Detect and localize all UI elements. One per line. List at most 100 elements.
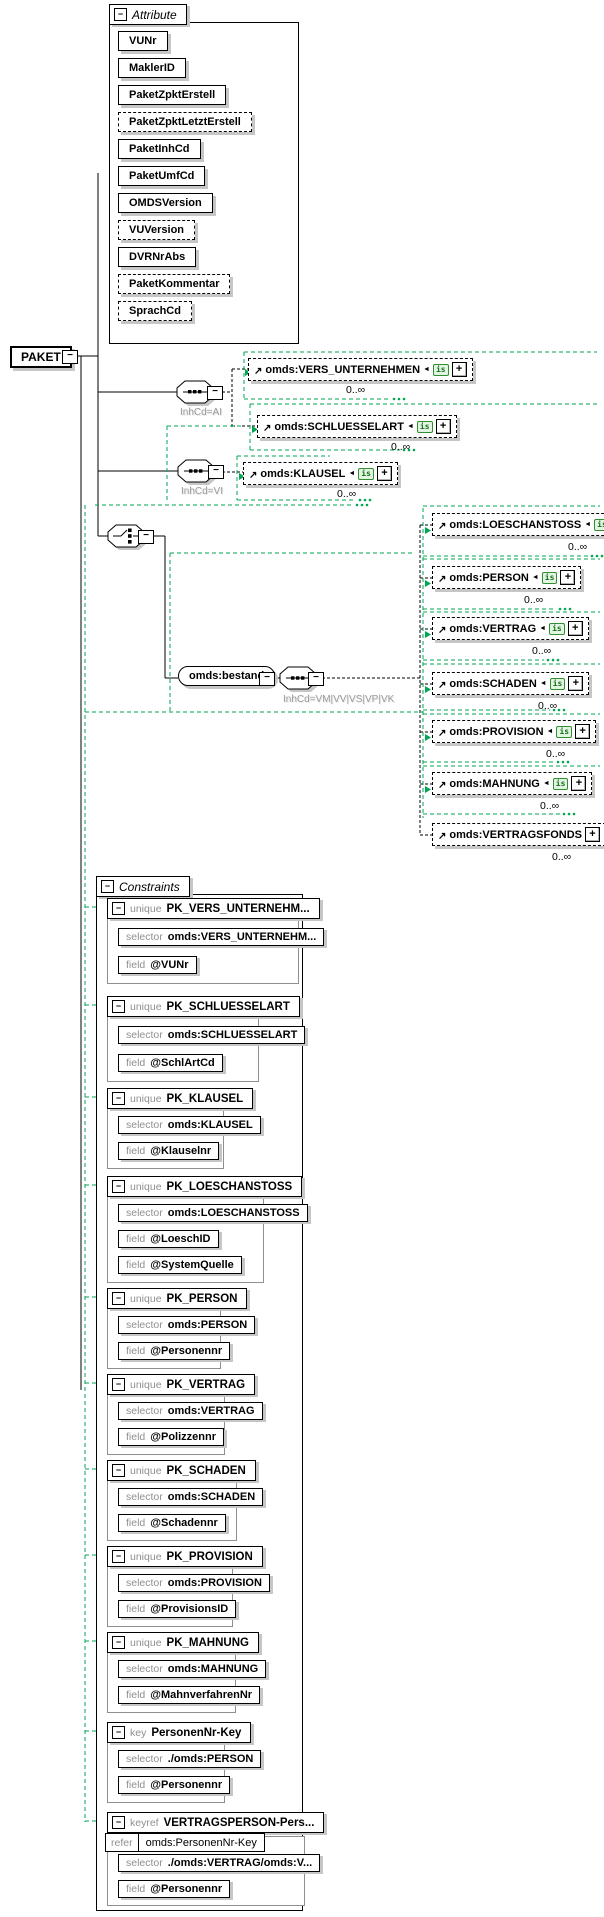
element-person[interactable]: ↗ omds:PERSON ◄ is + <box>432 566 582 589</box>
collapse-icon[interactable]: − <box>138 530 154 544</box>
selector-value: omds:SCHADEN <box>167 1491 256 1503</box>
constraint-field-row[interactable]: field @Personennr <box>118 1342 231 1360</box>
attribute-paketzpktletzterstell[interactable]: PaketZpktLetztErstell <box>118 112 252 132</box>
constraint-field-row[interactable]: field @Schadennr <box>118 1514 226 1532</box>
constraint-unique-tab[interactable]: − unique PK_MAHNUNG <box>107 1632 259 1653</box>
attribute-vunr[interactable]: VUNr <box>118 31 168 51</box>
constraint-field-row[interactable]: field @Klauselnr <box>118 1142 220 1160</box>
constraint-keyref-tab[interactable]: − keyref VERTRAGSPERSON-Pers... <box>107 1812 325 1833</box>
constraint-selector-row[interactable]: selector ./omds:PERSON <box>118 1750 262 1768</box>
selector-label: selector <box>126 1405 163 1417</box>
element-vertrag[interactable]: ↗ omds:VERTRAG ◄ is + <box>432 617 589 640</box>
constraint-field-row[interactable]: field @MahnverfahrenNr <box>118 1686 261 1704</box>
constraint-field-row[interactable]: field @SystemQuelle <box>118 1256 242 1274</box>
attribute-paketkommentar[interactable]: PaketKommentar <box>118 274 231 294</box>
attribute-paketinhcd[interactable]: PaketInhCd <box>118 139 201 159</box>
constraint-selector-row[interactable]: selector omds:VERTRAG <box>118 1402 263 1420</box>
constraint-key-tab[interactable]: − key PersonenNr-Key <box>107 1722 252 1743</box>
attribute-omdsversion[interactable]: OMDSVersion <box>118 193 213 213</box>
constraint-unique-tab[interactable]: − unique PK_LOESCHANSTOSS <box>107 1176 303 1197</box>
substitution-badge-icon: is <box>541 571 558 584</box>
collapse-icon[interactable]: − <box>207 386 223 400</box>
attribute-maklerid[interactable]: MaklerID <box>118 58 186 78</box>
constraint-unique-tab[interactable]: − unique PK_KLAUSEL <box>107 1088 254 1109</box>
constraint-selector-row[interactable]: selector omds:VERS_UNTERNEHM... <box>118 928 325 946</box>
collapse-icon[interactable]: − <box>112 1180 125 1193</box>
expand-icon[interactable]: + <box>451 362 467 377</box>
constraints-group-tab[interactable]: − Constraints <box>96 876 190 897</box>
constraint-field-row[interactable]: field @LoeschID <box>118 1230 219 1248</box>
selector-value: omds:KLAUSEL <box>167 1119 253 1131</box>
attribute-sprachcd[interactable]: SprachCd <box>118 301 192 321</box>
expand-icon[interactable]: + <box>435 419 451 434</box>
constraint-unique-tab[interactable]: − unique PK_VERTRAG <box>107 1374 256 1395</box>
expand-icon[interactable]: + <box>585 827 601 842</box>
selector-value: ./omds:VERTRAG/omds:V... <box>167 1857 313 1869</box>
element-bestand[interactable]: omds:bestand <box>178 666 276 686</box>
attribute-paketzpkterstell[interactable]: PaketZpktErstell <box>118 85 227 105</box>
collapse-icon[interactable]: − <box>259 672 275 686</box>
constraint-unique-tab[interactable]: − unique PK_PERSON <box>107 1288 248 1309</box>
collapse-icon[interactable]: − <box>112 1092 125 1105</box>
collapse-icon[interactable]: − <box>112 1378 125 1391</box>
constraint-field-row[interactable]: field @Personennr <box>118 1880 231 1898</box>
attribute-dvrnrabs[interactable]: DVRNrAbs <box>118 247 197 267</box>
occurrence-label: 0..∞ <box>532 645 552 657</box>
element-vers-unternehmen[interactable]: ↗ omds:VERS_UNTERNEHMEN ◄ is + <box>248 358 473 381</box>
constraint-field-row[interactable]: field @Personennr <box>118 1776 231 1794</box>
collapse-icon[interactable]: − <box>308 672 324 686</box>
attribute-vuversion[interactable]: VUVersion <box>118 220 196 240</box>
collapse-icon[interactable]: − <box>112 1726 125 1739</box>
constraint-selector-row[interactable]: selector omds:SCHLUESSELART <box>118 1026 306 1044</box>
collapse-icon[interactable]: − <box>112 1292 125 1305</box>
constraint-unique-tab[interactable]: − unique PK_VERS_UNTERNEHM... <box>107 898 320 919</box>
expand-icon[interactable]: + <box>568 676 584 691</box>
constraint-unique-tab[interactable]: − unique PK_SCHLUESSELART <box>107 996 300 1017</box>
constraint-field-row[interactable]: field @Polizzennr <box>118 1428 224 1446</box>
element-vertragsfonds[interactable]: ↗ omds:VERTRAGSFONDS + <box>432 823 604 846</box>
collapse-icon[interactable]: − <box>112 902 125 915</box>
constraint-selector-row[interactable]: selector omds:SCHADEN <box>118 1488 264 1506</box>
field-label: field <box>126 959 146 971</box>
constraint-selector-row[interactable]: selector ./omds:VERTRAG/omds:V... <box>118 1854 321 1872</box>
collapse-icon[interactable]: − <box>112 1000 125 1013</box>
expand-icon[interactable]: + <box>560 570 576 585</box>
constraint-selector-row[interactable]: selector omds:KLAUSEL <box>118 1116 261 1134</box>
constraint-field-row[interactable]: field @VUNr <box>118 956 197 974</box>
expand-icon[interactable]: + <box>376 466 392 481</box>
expand-icon[interactable]: + <box>575 724 591 739</box>
collapse-icon[interactable]: − <box>62 350 78 364</box>
root-element-paket[interactable]: PAKET <box>10 346 72 368</box>
element-loeschanstoss[interactable]: ↗ omds:LOESCHANSTOSS ◄ is + <box>432 513 604 536</box>
constraint-field-row[interactable]: field @SchlArtCd <box>118 1054 223 1072</box>
element-name: omds:LOESCHANSTOSS <box>449 518 582 531</box>
occurrence-label: 0..∞ <box>337 488 357 500</box>
refer-label: refer <box>106 1834 139 1851</box>
constraint-selector-row[interactable]: selector omds:PERSON <box>118 1316 256 1334</box>
expand-icon[interactable]: + <box>567 621 583 636</box>
collapse-icon[interactable]: − <box>114 8 127 21</box>
collapse-icon[interactable]: − <box>112 1464 125 1477</box>
collapse-icon[interactable]: − <box>112 1550 125 1563</box>
constraint-unique-tab[interactable]: − unique PK_PROVISION <box>107 1546 263 1567</box>
element-schaden[interactable]: ↗ omds:SCHADEN ◄ is + <box>432 672 590 695</box>
element-klausel[interactable]: ↗ omds:KLAUSEL ◄ is + <box>243 462 398 485</box>
constraint-refer-row[interactable]: refer omds:PersonenNr-Key <box>105 1833 265 1852</box>
element-schluesselart[interactable]: ↗ omds:SCHLUESSELART ◄ is + <box>257 415 457 438</box>
collapse-icon[interactable]: − <box>101 880 114 893</box>
element-provision[interactable]: ↗ omds:PROVISION ◄ is + <box>432 720 597 743</box>
attribute-group-tab[interactable]: − Attribute <box>109 4 187 25</box>
constraint-selector-row[interactable]: selector omds:PROVISION <box>118 1574 270 1592</box>
constraint-selector-row[interactable]: selector omds:MAHNUNG <box>118 1660 267 1678</box>
expand-icon[interactable]: + <box>571 776 587 791</box>
attribute-paketumfcd[interactable]: PaketUmfCd <box>118 166 206 186</box>
collapse-icon[interactable]: − <box>112 1636 125 1649</box>
selector-label: selector <box>126 1319 163 1331</box>
constraint-unique-tab[interactable]: − unique PK_SCHADEN <box>107 1460 256 1481</box>
collapse-icon[interactable]: − <box>208 465 224 479</box>
element-mahnung[interactable]: ↗ omds:MAHNUNG ◄ is + <box>432 772 593 795</box>
constraint-selector-row[interactable]: selector omds:LOESCHANSTOSS <box>118 1204 308 1222</box>
constraint-field-row[interactable]: field @ProvisionsID <box>118 1600 237 1618</box>
collapse-icon[interactable]: − <box>112 1816 125 1829</box>
selector-value: omds:VERTRAG <box>167 1405 255 1417</box>
